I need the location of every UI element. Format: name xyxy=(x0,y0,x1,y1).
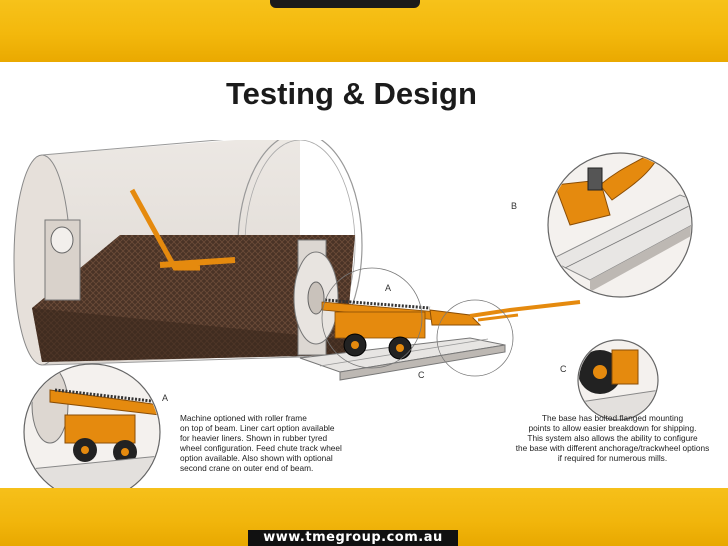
header-band xyxy=(0,0,728,62)
mill-drum xyxy=(13,140,363,366)
machine-beam xyxy=(321,298,581,360)
callout-ring-a xyxy=(321,267,423,369)
label-main-c: C xyxy=(418,370,425,380)
label-detail-c: C xyxy=(560,364,567,374)
caption-detail-a: Machine optioned with roller frame on to… xyxy=(180,413,342,473)
footer-url-strip xyxy=(248,530,458,546)
trunnion-housing xyxy=(293,239,339,356)
detail-b-inset xyxy=(547,152,693,298)
detail-a-inset xyxy=(23,363,161,488)
callout-ring-c xyxy=(436,299,514,377)
machine-diagram xyxy=(13,140,693,488)
caption-detail-c: The base has bolted flanged mounting poi… xyxy=(515,413,710,463)
label-detail-a: A xyxy=(162,393,169,403)
detail-c-inset xyxy=(577,339,659,421)
header-notch xyxy=(270,0,420,8)
label-main-a: A xyxy=(385,283,392,293)
label-detail-b: B xyxy=(511,201,518,211)
slide-title: Testing & Design xyxy=(226,76,477,111)
footer-url[interactable]: www.tmegroup.com.au xyxy=(263,530,443,545)
